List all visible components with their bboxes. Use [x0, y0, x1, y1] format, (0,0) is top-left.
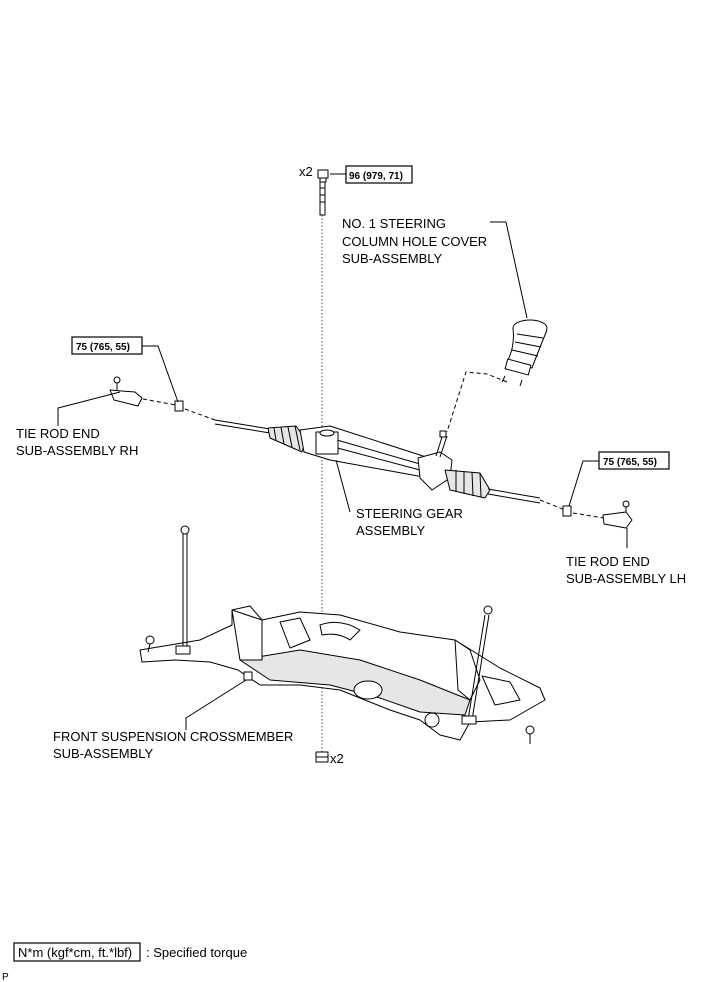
steering-gear-leader [335, 459, 351, 513]
crossmember-label-2: SUB-ASSEMBLY [53, 746, 154, 761]
gear-mounting-bolt [317, 169, 329, 216]
tie-rod-nut-lh [562, 505, 572, 517]
crossmember-leader [185, 679, 247, 730]
tie-rod-rh-label-2: SUB-ASSEMBLY RH [16, 443, 138, 458]
tie-rod-end-rh-part [109, 376, 143, 407]
tie-rod-rh-label-1: TIE ROD END [16, 426, 100, 441]
tie-rod-lh-label-2: SUB-ASSEMBLY LH [566, 571, 686, 586]
legend-description: : Specified torque [146, 945, 247, 960]
nut-quantity: x2 [330, 751, 344, 766]
corner-code: P [2, 972, 9, 982]
bolt-quantity: x2 [299, 164, 313, 179]
tie-rod-rh-torque-box: 75 (765, 55) [71, 336, 143, 355]
steering-gear-label-1: STEERING GEAR [356, 506, 463, 521]
crossmember-part [139, 525, 546, 744]
steering-gear-label-2: ASSEMBLY [356, 523, 425, 538]
legend-box-text: N*m (kgf*cm, ft.*lbf) [18, 945, 132, 960]
column-hole-cover-part [501, 319, 548, 387]
tie-rod-end-lh-part [602, 500, 633, 529]
steering-gear-part [214, 419, 541, 504]
tie-rod-rh-torque: 75 (765, 55) [76, 342, 130, 353]
cover-to-gear-dashed [446, 371, 508, 433]
column-hole-cover-label-3: SUB-ASSEMBLY [342, 251, 443, 266]
gear-bolt-torque-box: 96 (979, 71) [345, 165, 413, 184]
column-hole-cover-label-2: COLUMN HOLE COVER [342, 234, 487, 249]
tie-rod-nut-rh [174, 400, 184, 412]
legend-box [13, 942, 141, 962]
column-hole-cover-label-1: NO. 1 STEERING [342, 216, 446, 231]
tie-rod-lh-torque: 75 (765, 55) [603, 457, 657, 468]
torque-legend: N*m (kgf*cm, ft.*lbf) : Specified torque [13, 942, 247, 962]
tie-rod-rh-leader [57, 391, 121, 426]
tie-rod-lh-torque-box: 75 (765, 55) [598, 451, 670, 470]
tie-rod-lh-label-1: TIE ROD END [566, 554, 650, 569]
gear-bolt-torque: 96 (979, 71) [349, 171, 403, 182]
crossmember-bottom-nut [315, 751, 329, 763]
crossmember-label-1: FRONT SUSPENSION CROSSMEMBER [53, 729, 293, 744]
